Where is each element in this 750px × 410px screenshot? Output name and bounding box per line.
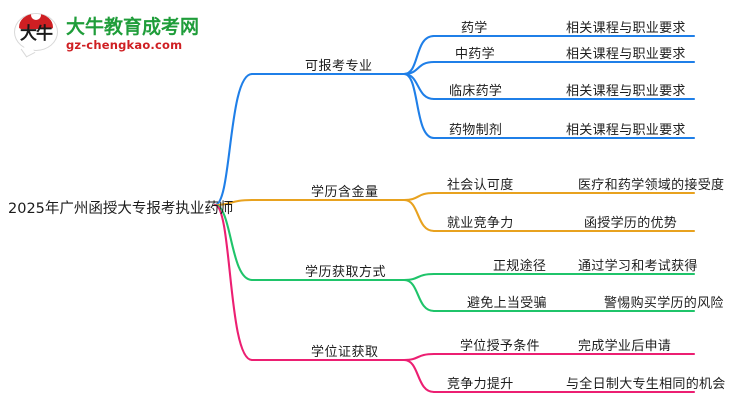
leaf-desc-2-2[interactable]: 函授学历的优势 — [584, 216, 678, 231]
leaf-label-3-1[interactable]: 正规途径 — [493, 259, 547, 274]
leaf-desc-1-1[interactable]: 相关课程与职业要求 — [566, 21, 686, 36]
leaf-label-4-2[interactable]: 竞争力提升 — [447, 377, 514, 392]
leaf-label-1-1[interactable]: 药学 — [461, 21, 488, 36]
leaf-desc-3-1[interactable]: 通过学习和考试获得 — [578, 259, 698, 274]
leaf-label-1-2[interactable]: 中药学 — [455, 47, 495, 62]
logo-cap-shape — [19, 14, 53, 29]
logo-title: 大牛教育成考网 — [66, 16, 200, 38]
logo-subtitle: gz-chengkao.com — [66, 38, 183, 52]
branch-label-2[interactable]: 学历含金量 — [311, 185, 379, 200]
leaf-label-3-2[interactable]: 避免上当受骗 — [467, 296, 547, 311]
branch-label-3[interactable]: 学历获取方式 — [305, 265, 387, 280]
branch-label-1[interactable]: 可报考专业 — [305, 59, 373, 74]
leaf-desc-3-2[interactable]: 警惕购买学历的风险 — [604, 296, 724, 311]
leaf-desc-1-4[interactable]: 相关课程与职业要求 — [566, 123, 686, 138]
branch-label-4[interactable]: 学位证获取 — [311, 345, 379, 360]
leaf-label-2-2[interactable]: 就业竞争力 — [447, 216, 514, 231]
mindmap-root-label[interactable]: 2025年广州函授大专报考执业药师 — [8, 201, 234, 217]
leaf-label-2-1[interactable]: 社会认可度 — [447, 178, 514, 193]
leaf-label-4-1[interactable]: 学位授予条件 — [460, 339, 540, 354]
leaf-label-1-4[interactable]: 药物制剂 — [449, 123, 503, 138]
leaf-desc-2-1[interactable]: 医疗和药学领域的接受度 — [578, 178, 725, 193]
leaf-desc-1-2[interactable]: 相关课程与职业要求 — [566, 47, 686, 62]
site-logo: 大牛 大牛教育成考网 gz-chengkao.com — [14, 10, 214, 58]
leaf-desc-4-2[interactable]: 与全日制大专生相同的机会 — [566, 377, 726, 392]
logo-mark-text: 大牛 — [20, 24, 53, 44]
logo-bubble-icon: 大牛 — [14, 12, 60, 56]
leaf-desc-4-1[interactable]: 完成学业后申请 — [578, 339, 672, 354]
leaf-desc-1-3[interactable]: 相关课程与职业要求 — [566, 84, 686, 99]
logo-text-block: 大牛教育成考网 gz-chengkao.com — [66, 16, 199, 52]
leaf-label-1-3[interactable]: 临床药学 — [449, 84, 503, 99]
